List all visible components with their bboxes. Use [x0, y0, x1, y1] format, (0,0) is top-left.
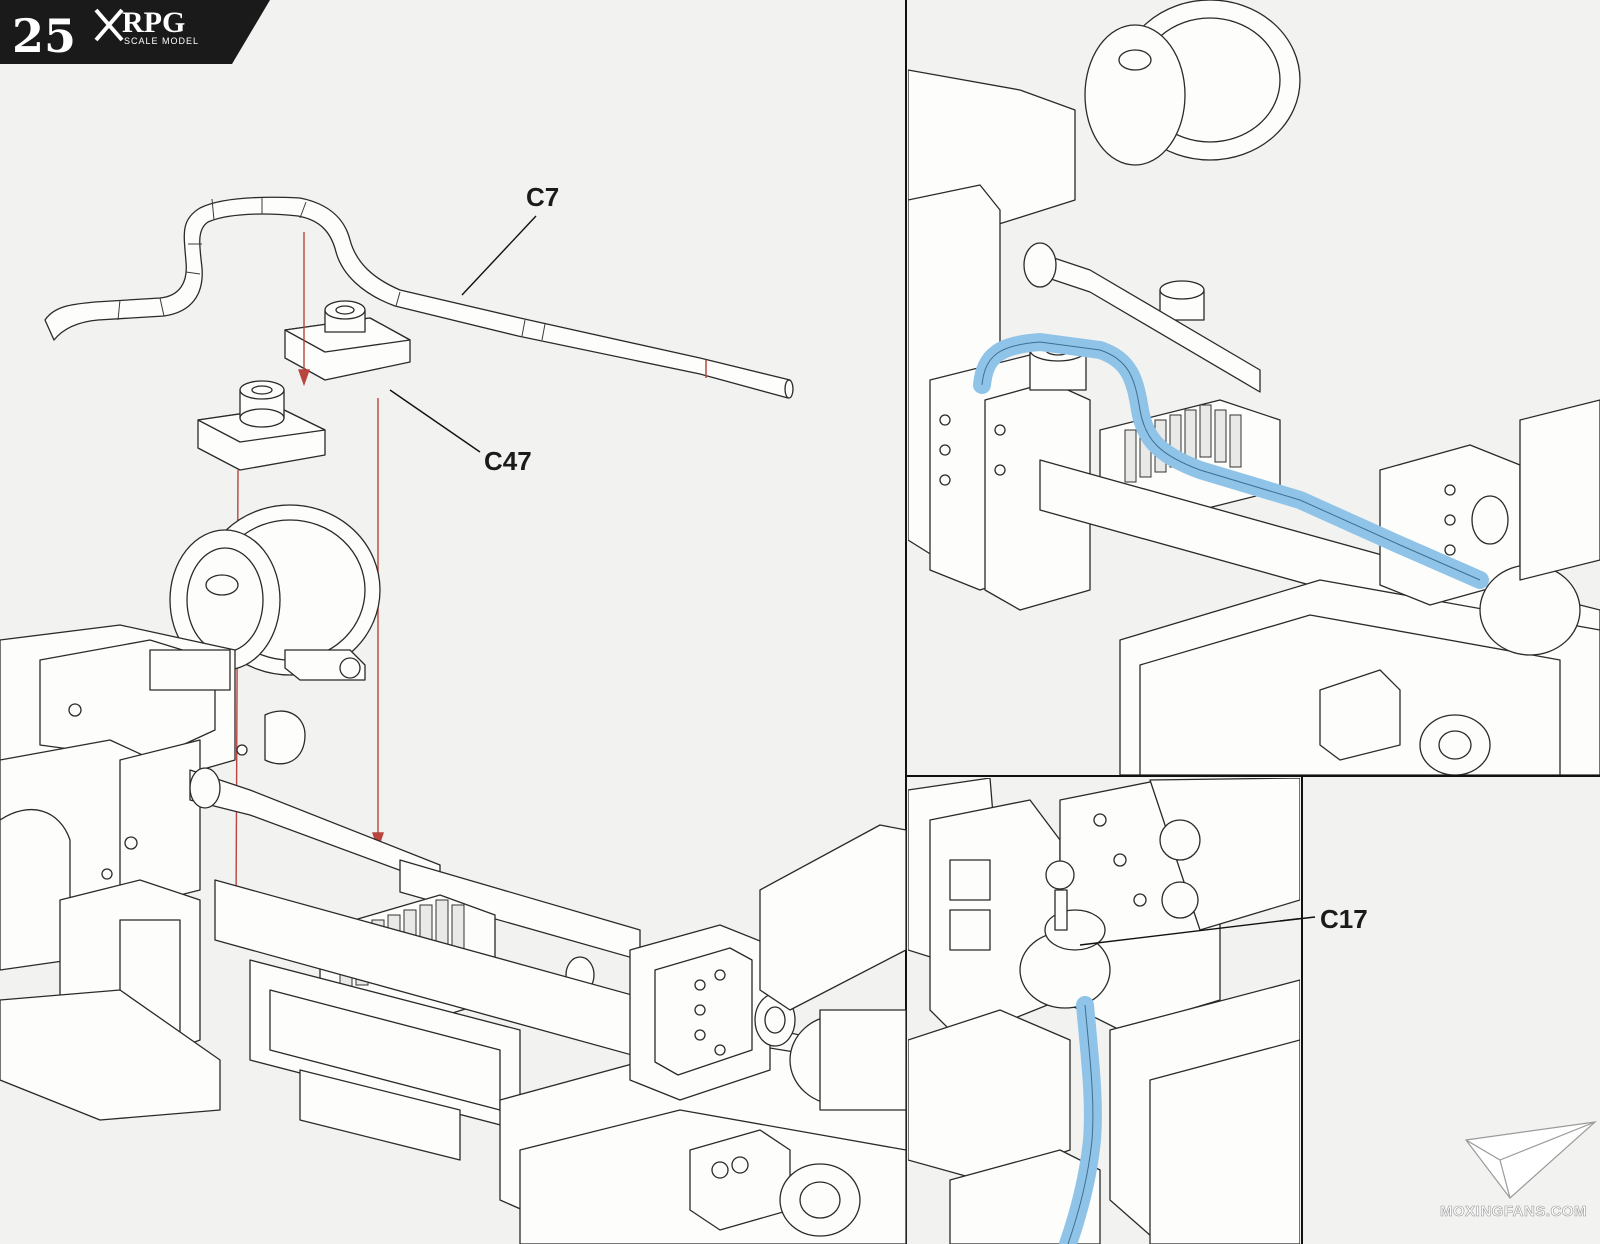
detail-c17-panel — [908, 778, 1316, 1244]
main-assembly-panel: C7 C47 — [0, 182, 907, 1244]
brand-subtitle: SCALE MODEL — [124, 36, 199, 46]
installed-view-panel — [908, 0, 1600, 775]
rear-tank-housing — [689, 824, 907, 1237]
center-differential — [629, 924, 796, 1101]
watermark: MOXINGFANS.COM — [1440, 1121, 1597, 1220]
label-c47: C47 — [484, 446, 532, 476]
front-wheel-hub — [169, 504, 381, 676]
label-c17: C17 — [1320, 904, 1368, 934]
left-suspension-assembly — [0, 624, 248, 1121]
part-c7-sway-bar — [44, 196, 794, 399]
part-c47-brackets — [197, 300, 411, 471]
step-header: 25 RPG SCALE MODEL — [0, 0, 270, 64]
step-number: 25 — [12, 9, 76, 63]
steering-linkage — [189, 649, 641, 994]
brand-name: RPG — [122, 6, 185, 39]
paper-plane-icon — [1464, 1121, 1597, 1199]
watermark-text: MOXINGFANS.COM — [1440, 1203, 1587, 1220]
brand-crossed-swords-icon — [94, 8, 124, 42]
label-c7: C7 — [526, 182, 559, 212]
main-labels — [389, 215, 537, 453]
